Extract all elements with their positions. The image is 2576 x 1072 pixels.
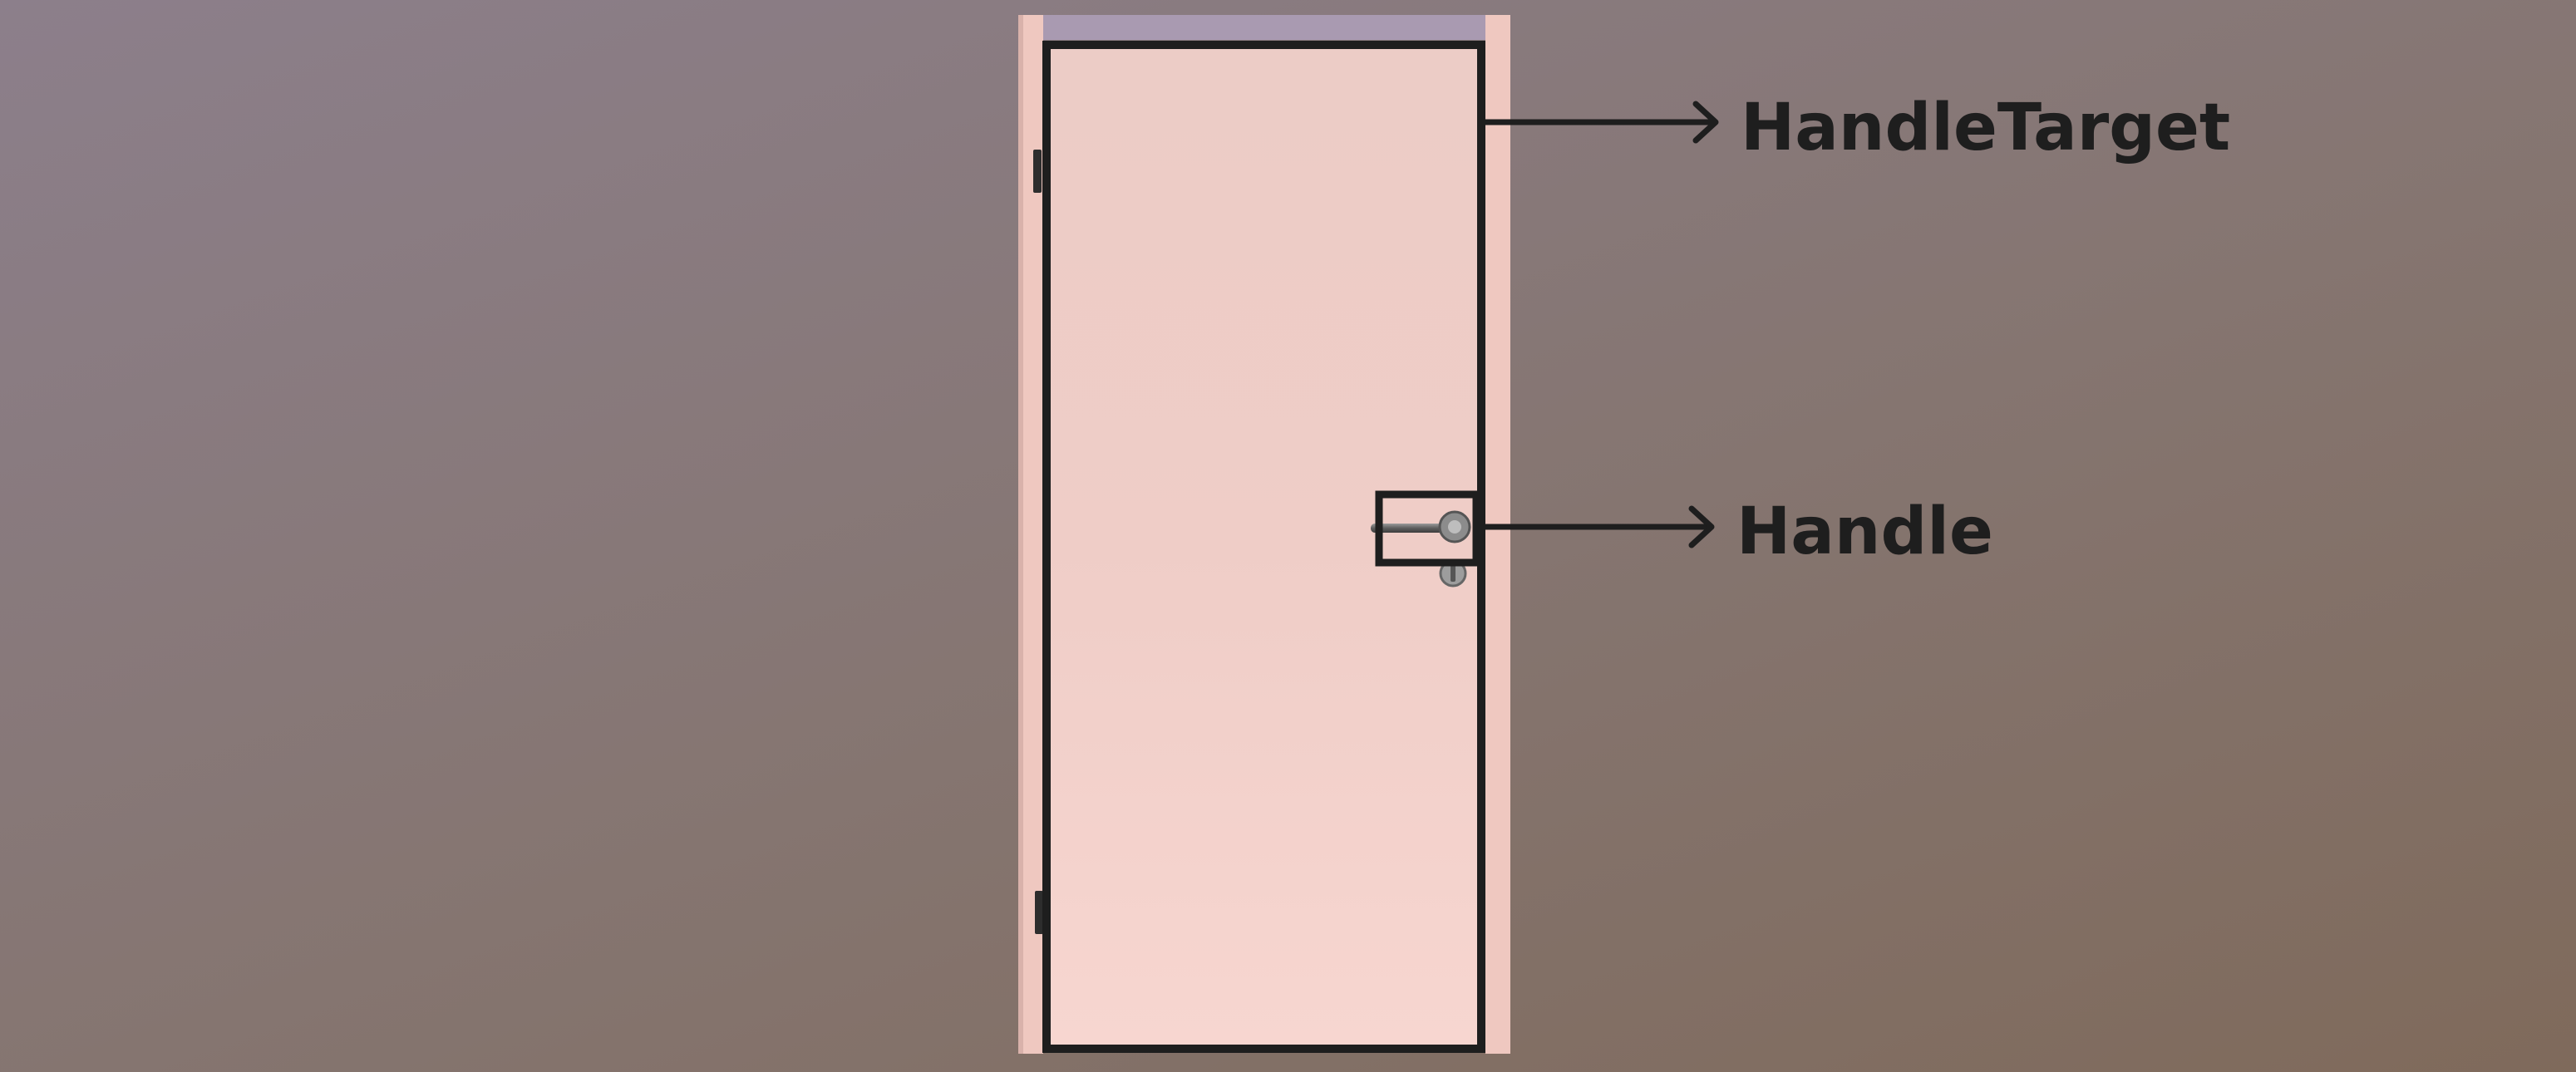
door-frame-shade [1018, 15, 1023, 1054]
keyhole-icon [1439, 559, 1467, 588]
handle-outline [1375, 490, 1480, 567]
handle-target-outline [1042, 41, 1485, 1053]
door-handle-icon [1371, 510, 1471, 543]
hinge-icon [1035, 891, 1043, 934]
arrow-right-icon [1481, 101, 1719, 144]
door-frame-top [1018, 15, 1510, 40]
door-frame-right-jamb [1485, 15, 1510, 1054]
arrow-right-icon [1475, 505, 1715, 548]
handle-label: Handle [1736, 494, 1993, 569]
handle-target-label: HandleTarget [1741, 91, 2230, 165]
door-frame [1018, 15, 1510, 1054]
door-leaf [1047, 45, 1481, 1049]
hinge-icon [1033, 150, 1042, 193]
